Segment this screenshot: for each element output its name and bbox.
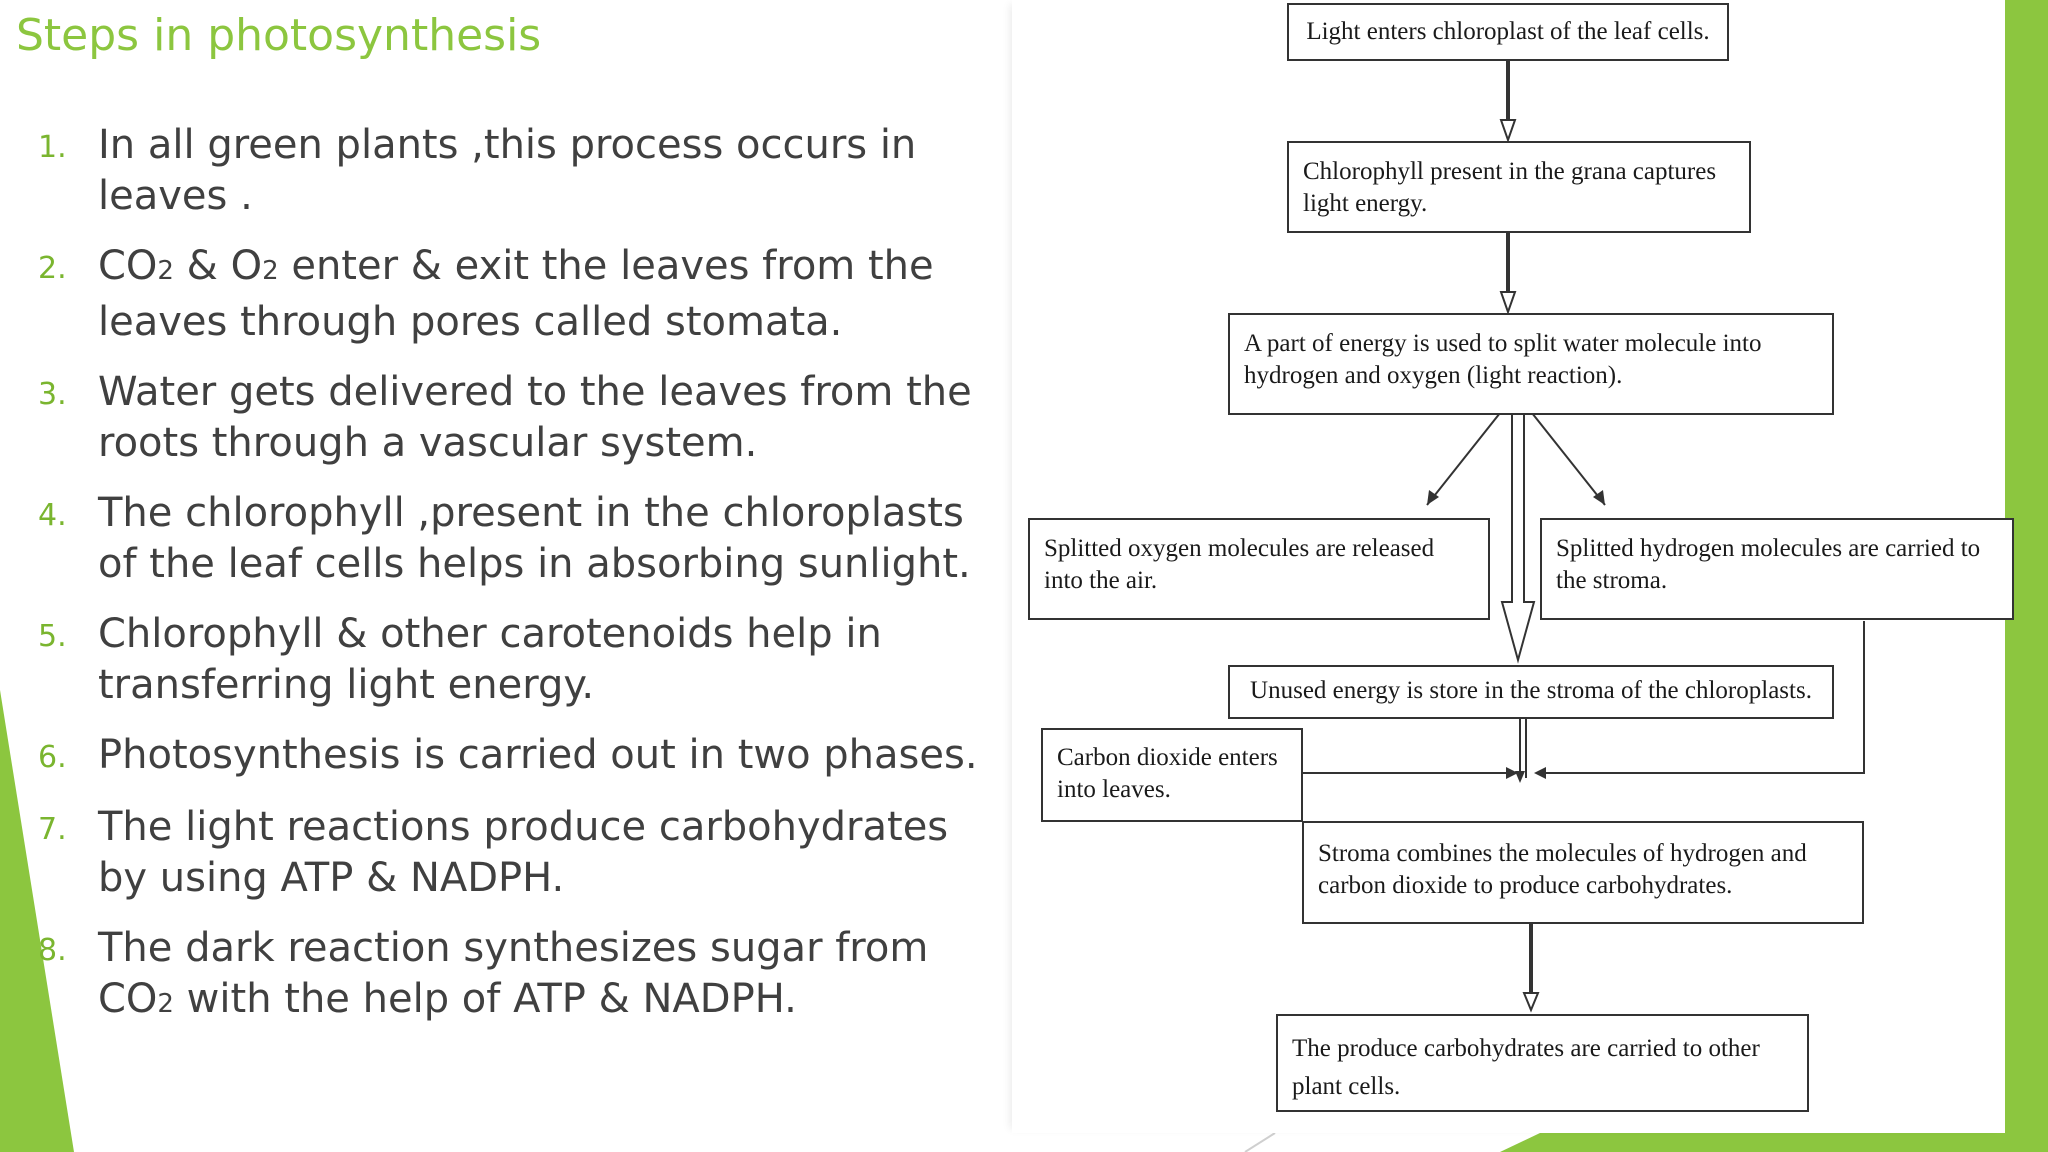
- arrowhead-5: [1593, 490, 1605, 505]
- arrow-3-5: [1531, 412, 1606, 506]
- arrowhead-5b: [1534, 767, 1546, 779]
- steps-list: 1. In all green plants ,this process occ…: [38, 120, 998, 1049]
- bottom-accent-line: [1244, 1132, 1276, 1152]
- flow-box-chlorophyll-captures: Chlorophyll present in the grana capture…: [1287, 141, 1751, 233]
- flow-box-light-enters: Light enters chloroplast of the leaf cel…: [1287, 3, 1729, 61]
- flow-box-unused-energy: Unused energy is store in the stroma of …: [1228, 665, 1834, 719]
- bottom-accent-strip: [1500, 1133, 2048, 1152]
- arrow-1-2: [1499, 60, 1517, 144]
- arrow-8-9: [1522, 923, 1540, 1013]
- list-item: 4. The chlorophyll ,present in the chlor…: [38, 488, 998, 590]
- list-item: 6. Photosynthesis is carried out in two …: [38, 730, 998, 783]
- step-text: CO2 & O2 enter & exit the leaves from th…: [98, 243, 934, 345]
- flow-box-hydrogen-stroma: Splitted hydrogen molecules are carried …: [1540, 518, 2014, 620]
- arrowhead-6: [1515, 771, 1525, 783]
- flow-box-carbon-dioxide: Carbon dioxide enters into leaves.: [1041, 728, 1303, 822]
- slide-title: Steps in photosynthesis: [16, 10, 542, 61]
- flow-box-split-water: A part of energy is used to split water …: [1228, 313, 1834, 415]
- step-text: The light reactions produce carbohydrate…: [98, 804, 949, 901]
- flowchart-connectors: [1302, 60, 1865, 1013]
- step-text: The dark reaction synthesizes sugar from…: [98, 925, 929, 1022]
- step-number: 7.: [38, 812, 67, 847]
- flow-box-oxygen-released: Splitted oxygen molecules are released i…: [1028, 518, 1490, 620]
- flowchart-panel: Light enters chloroplast of the leaf cel…: [1012, 0, 2014, 1133]
- line-5-8: [1544, 621, 1865, 774]
- step-text: Photosynthesis is carried out in two pha…: [98, 732, 978, 778]
- list-item: 2. CO2 & O2 enter & exit the leaves from…: [38, 241, 998, 348]
- step-number: 8.: [38, 933, 67, 968]
- arrowhead-7: [1506, 767, 1518, 779]
- arrow-3-4: [1426, 412, 1501, 506]
- list-item: 1. In all green plants ,this process occ…: [38, 120, 998, 222]
- arrowhead-4: [1427, 490, 1439, 505]
- step-text: Chlorophyll & other carotenoids help in …: [98, 611, 882, 708]
- list-item: 3. Water gets delivered to the leaves fr…: [38, 367, 998, 469]
- arrow-6-8: [1519, 718, 1527, 778]
- step-number: 3.: [38, 377, 67, 412]
- step-number: 6.: [38, 740, 67, 775]
- list-item: 5. Chlorophyll & other carotenoids help …: [38, 609, 998, 711]
- arrow-3-6: [1500, 412, 1536, 664]
- arrow-2-3: [1499, 232, 1517, 316]
- step-number: 4.: [38, 498, 67, 533]
- list-item: 7. The light reactions produce carbohydr…: [38, 802, 998, 904]
- step-number: 5.: [38, 619, 67, 654]
- step-number: 2.: [38, 251, 67, 286]
- flow-box-carbohydrates-carried: The produce carbohydrates are carried to…: [1276, 1014, 1809, 1112]
- step-text: The chlorophyll ,present in the chloropl…: [98, 490, 971, 587]
- step-number: 1.: [38, 130, 67, 165]
- step-text: In all green plants ,this process occurs…: [98, 122, 917, 219]
- step-text: Water gets delivered to the leaves from …: [98, 369, 972, 466]
- list-item: 8. The dark reaction synthesizes sugar f…: [38, 923, 998, 1030]
- flow-box-stroma-combines: Stroma combines the molecules of hydroge…: [1302, 821, 1864, 924]
